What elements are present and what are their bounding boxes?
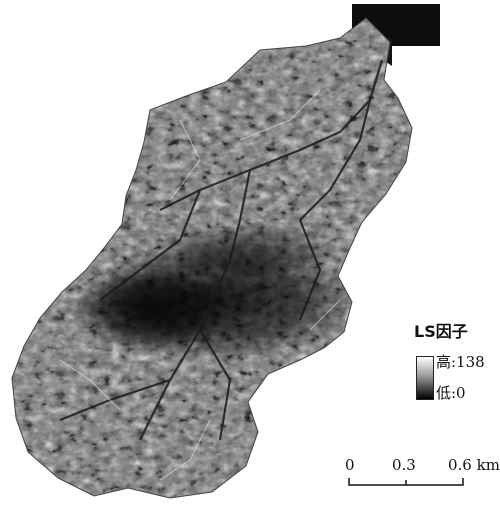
scale-bar: 0 0.3 0.6 km <box>340 456 500 486</box>
scale-tick-1: 0.3 <box>392 456 416 474</box>
legend-high-label: 高:138 <box>436 353 485 371</box>
legend-title: LS因子 <box>414 322 468 341</box>
legend-low-label: 低:0 <box>436 384 466 402</box>
scale-tick-0: 0 <box>345 456 355 474</box>
legend: LS因子 高:138 低:0 <box>414 318 498 408</box>
legend-color-ramp <box>416 356 434 400</box>
scale-tick-2: 0.6 km <box>448 456 500 474</box>
scale-bar-line <box>348 478 464 486</box>
